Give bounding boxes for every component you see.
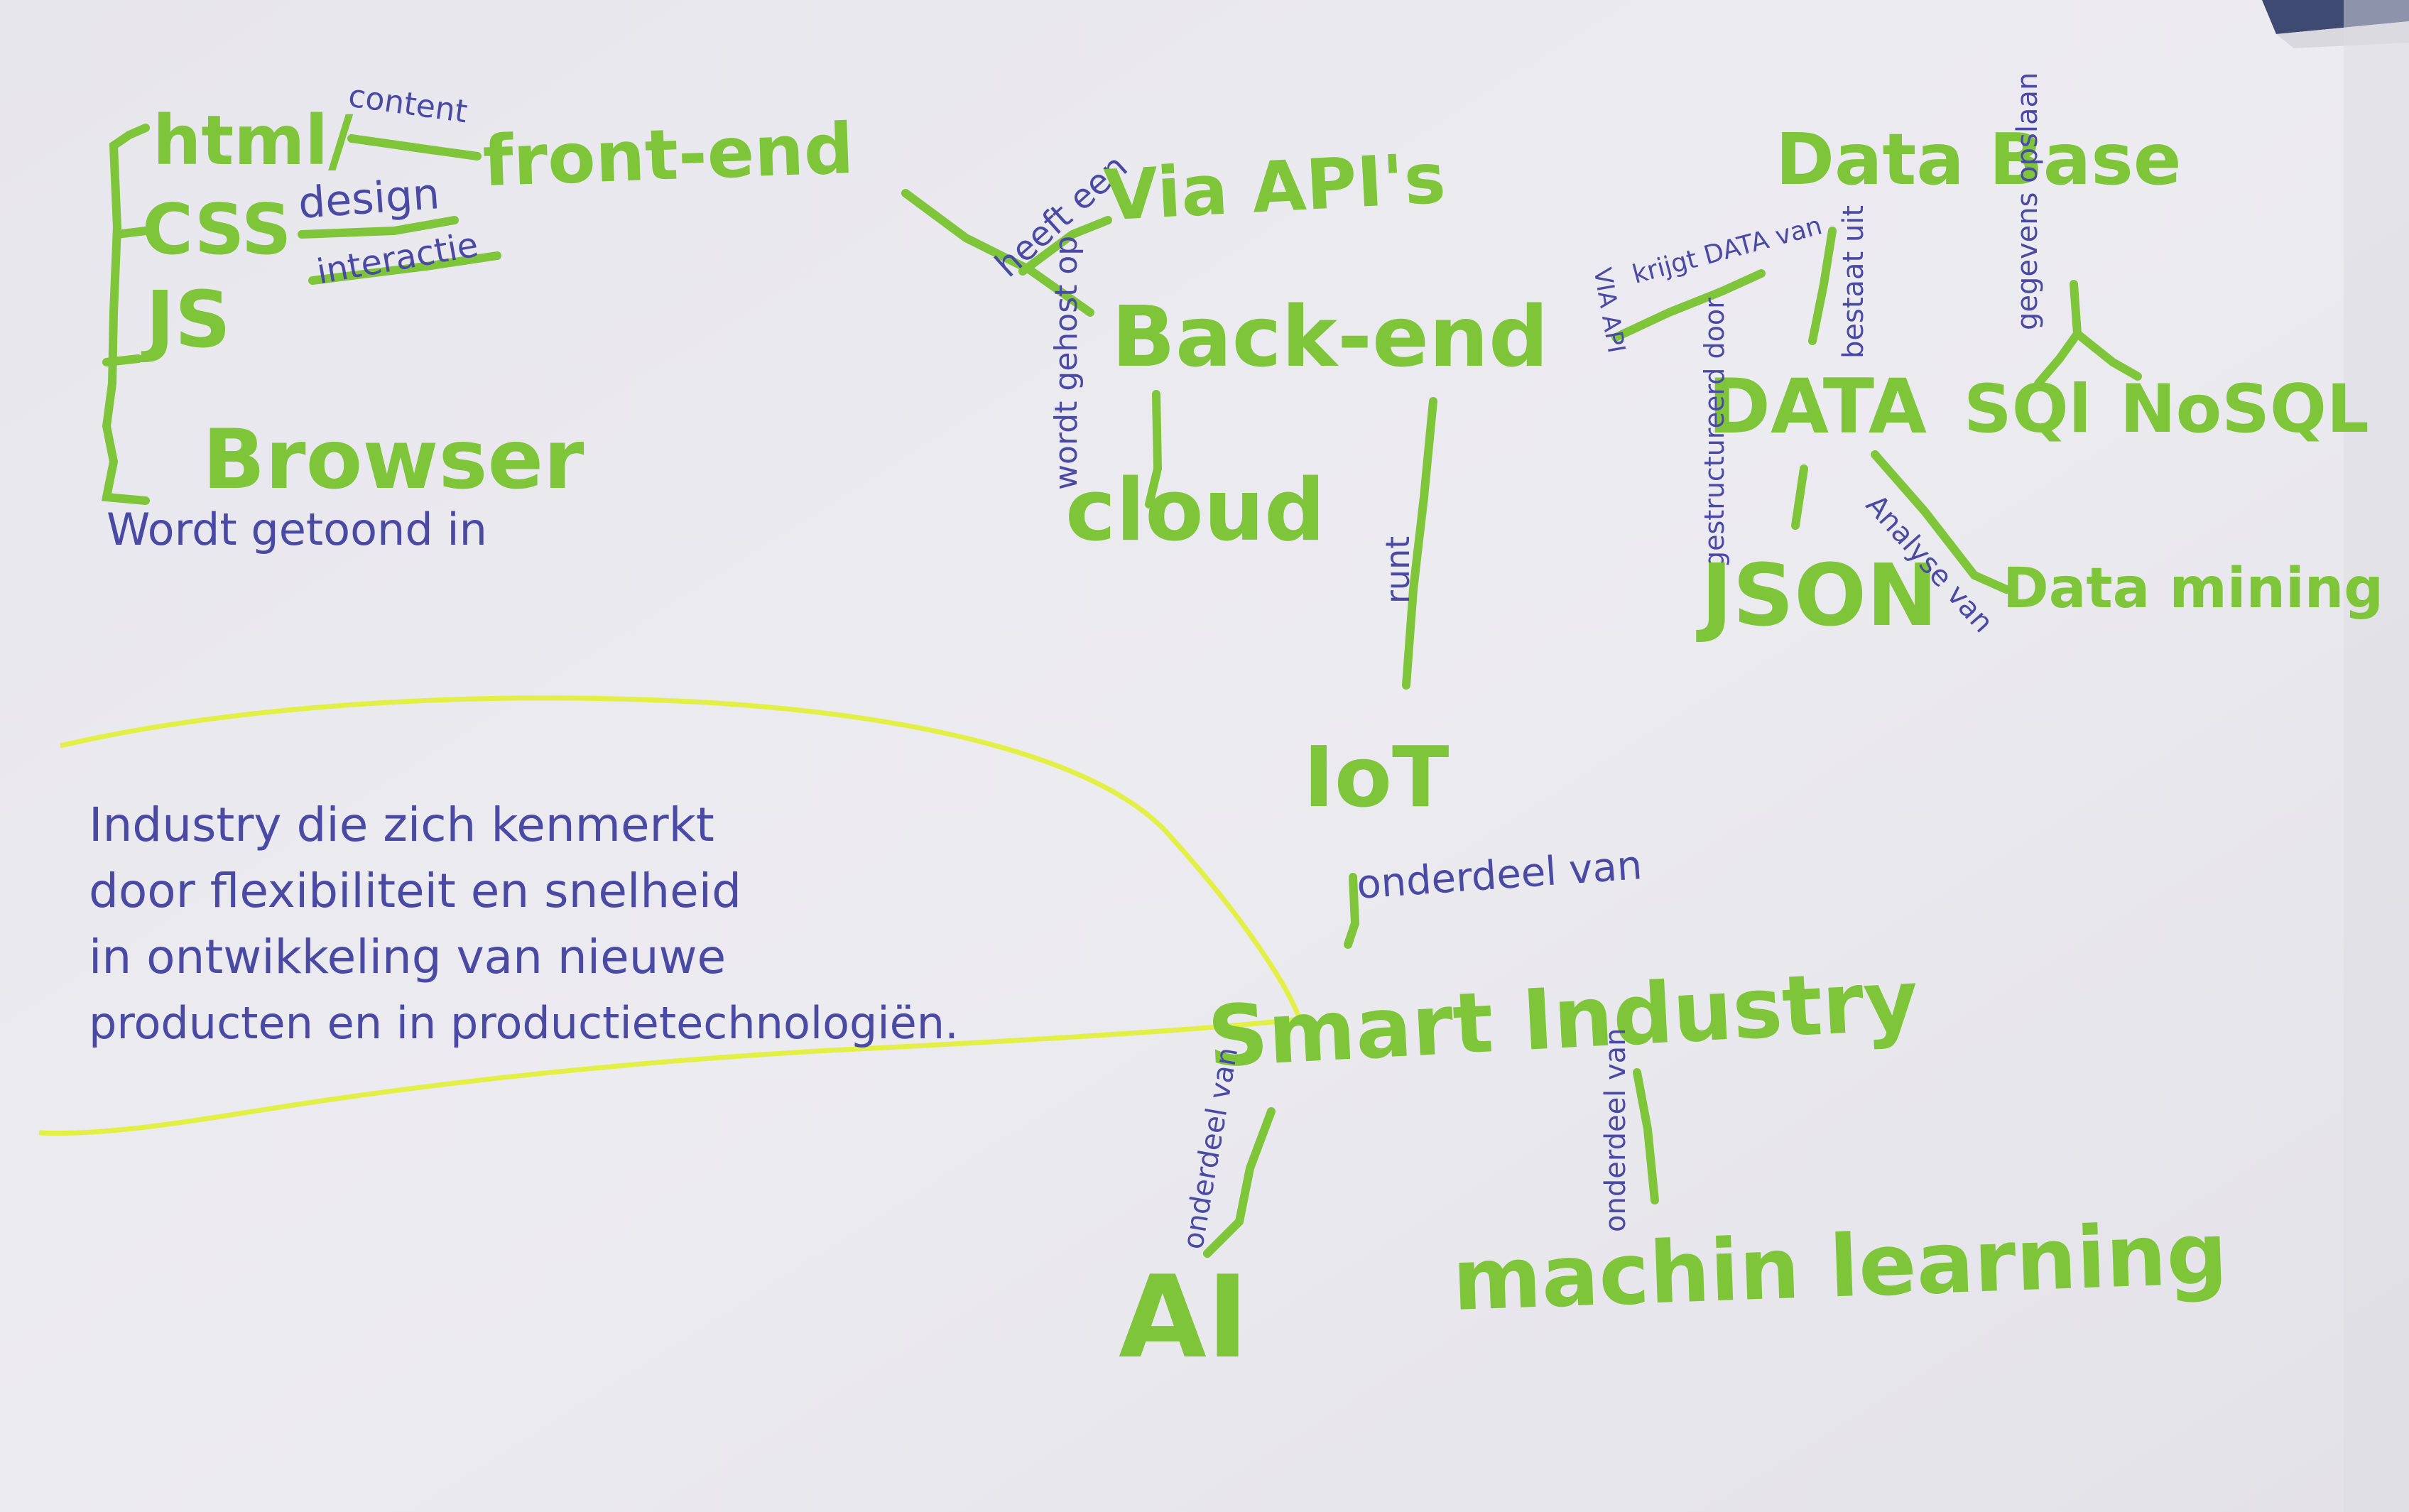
label-sql: SQl: [1964, 371, 2092, 448]
label-runt: runt: [1378, 535, 1417, 604]
front-end-bracket: [101, 124, 150, 505]
definition-line-1: Industry die zich kenmerkt: [89, 798, 714, 852]
label-onderdeel-van-ml: onderdeel van: [1599, 1028, 1632, 1232]
definition-line-3: in ontwikkeling van nieuwe: [89, 930, 727, 984]
definition-text: Industry die zich kenmerkt door flexibil…: [89, 792, 959, 1056]
label-json: JSON: [1701, 547, 1938, 646]
label-ai: AI: [1119, 1251, 1249, 1383]
label-design: design: [296, 169, 442, 229]
label-bestaat-uit: bestaat uit: [1837, 205, 1870, 359]
label-database: Data Base: [1776, 118, 2182, 201]
label-front-end: front-end: [482, 108, 855, 203]
label-browser: Browser: [202, 412, 584, 508]
definition-line-4: producten en in productietechnologiën.: [89, 997, 959, 1049]
label-data: DATA: [1708, 363, 1927, 450]
label-js: JS: [146, 274, 232, 365]
label-gegevens-opslaan: gegevens opslaan: [2011, 72, 2044, 330]
definition-line-2: door flexibiliteit en snelheid: [89, 864, 742, 918]
label-data-mining: Data mining: [2003, 557, 2384, 621]
label-css: CSS: [142, 190, 292, 271]
connector-frontend-backend: [901, 189, 1094, 317]
label-wordt-getoond-in: Wordt getoond in: [107, 504, 487, 555]
label-iot: IoT: [1303, 728, 1450, 826]
label-machine-learning: machin learning: [1450, 1204, 2229, 1331]
label-nosql: NoSQL: [2120, 371, 2369, 448]
label-back-end: Back-end: [1111, 288, 1549, 386]
label-html: html/: [153, 101, 354, 180]
label-via-apis: Via API's: [1102, 138, 1448, 237]
label-cloud: cloud: [1065, 462, 1326, 560]
label-gestructureerd-door: gestructureerd door: [1699, 298, 1730, 568]
definition-highlight: [38, 695, 1303, 1136]
label-wordt-gehost-op: wordt gehost op: [1048, 235, 1084, 490]
